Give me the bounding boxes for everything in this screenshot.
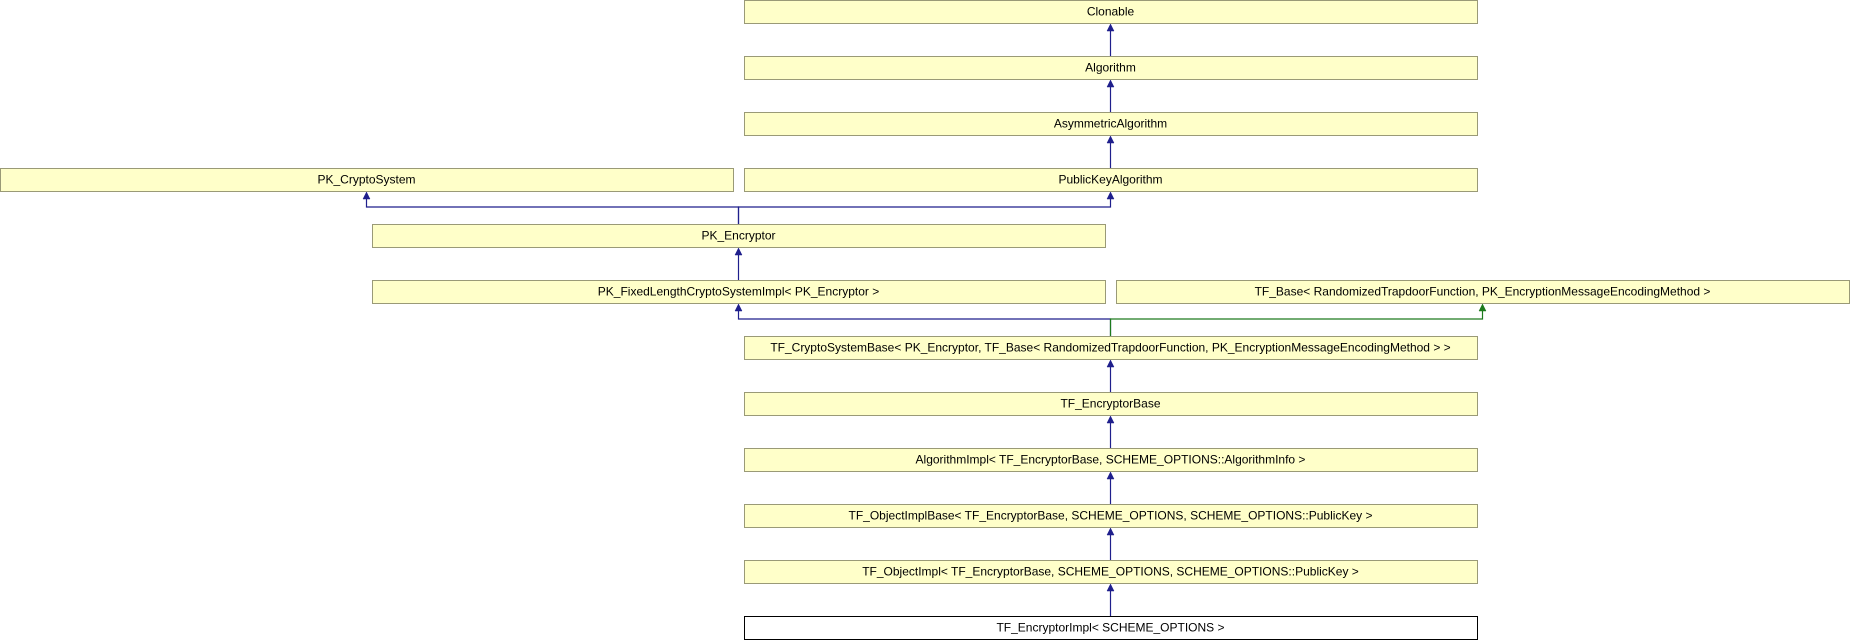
class-node-tf-encryptor-impl: TF_EncryptorImpl< SCHEME_OPTIONS > <box>744 616 1478 640</box>
class-node-pk-crypto-system[interactable]: PK_CryptoSystem <box>0 168 734 192</box>
arrowhead-asymmetric-algorithm <box>1106 135 1115 144</box>
class-box-pk-crypto-system <box>0 168 734 192</box>
class-box-pk-encryptor <box>372 224 1106 248</box>
class-box-tf-encryptor-base <box>744 392 1478 416</box>
class-box-algorithm <box>744 56 1478 80</box>
class-label-tf-crypto-system-base: TF_CryptoSystemBase< PK_Encryptor, TF_Ba… <box>770 341 1450 355</box>
class-label-algorithm-impl: AlgorithmImpl< TF_EncryptorBase, SCHEME_… <box>916 453 1306 467</box>
arrowhead-tf-base <box>1478 303 1487 312</box>
class-label-tf-encryptor-base: TF_EncryptorBase <box>1060 397 1160 411</box>
class-node-asymmetric-algorithm[interactable]: AsymmetricAlgorithm <box>744 112 1478 136</box>
arrowhead-public-key-algorithm <box>1106 191 1115 200</box>
class-label-pk-encryptor: PK_Encryptor <box>701 229 775 243</box>
class-label-pk-crypto-system: PK_CryptoSystem <box>317 173 415 187</box>
arrowhead-tf-object-impl <box>1106 583 1115 592</box>
class-label-algorithm: Algorithm <box>1085 61 1136 75</box>
class-node-algorithm-impl[interactable]: AlgorithmImpl< TF_EncryptorBase, SCHEME_… <box>744 448 1478 472</box>
class-node-tf-crypto-system-base[interactable]: TF_CryptoSystemBase< PK_Encryptor, TF_Ba… <box>744 336 1478 360</box>
class-box-public-key-algorithm <box>744 168 1478 192</box>
class-node-pk-fixed-length-crypto-system-impl[interactable]: PK_FixedLengthCryptoSystemImpl< PK_Encry… <box>372 280 1106 304</box>
class-box-asymmetric-algorithm <box>744 112 1478 136</box>
arrowhead-pk-fixed-length-crypto-system-impl <box>734 303 743 312</box>
inheritance-edge-pk-encryptor-to-pk-crypto-system <box>365 198 740 224</box>
arrowhead-pk-crypto-system <box>362 191 371 200</box>
class-box-pk-fixed-length-crypto-system-impl <box>372 280 1106 304</box>
arrowhead-pk-encryptor <box>734 247 743 256</box>
arrowhead-clonable <box>1106 23 1115 32</box>
class-box-algorithm-impl <box>744 448 1478 472</box>
inheritance-edge-tf-crypto-system-base-to-tf-base <box>1109 310 1484 336</box>
class-label-tf-base: TF_Base< RandomizedTrapdoorFunction, PK_… <box>1255 285 1711 299</box>
class-label-pk-fixed-length-crypto-system-impl: PK_FixedLengthCryptoSystemImpl< PK_Encry… <box>598 285 879 299</box>
inheritance-edge-pk-encryptor-to-public-key-algorithm <box>737 198 1112 224</box>
class-node-algorithm[interactable]: Algorithm <box>744 56 1478 80</box>
class-node-pk-encryptor[interactable]: PK_Encryptor <box>372 224 1106 248</box>
edges-layer <box>362 23 1487 616</box>
class-node-tf-object-impl-base[interactable]: TF_ObjectImplBase< TF_EncryptorBase, SCH… <box>744 504 1478 528</box>
class-label-tf-object-impl: TF_ObjectImpl< TF_EncryptorBase, SCHEME_… <box>862 565 1359 579</box>
class-label-clonable: Clonable <box>1087 5 1135 19</box>
class-label-public-key-algorithm: PublicKeyAlgorithm <box>1058 173 1162 187</box>
class-box-tf-crypto-system-base <box>744 336 1478 360</box>
arrowhead-algorithm-impl <box>1106 471 1115 480</box>
arrowhead-tf-encryptor-base <box>1106 415 1115 424</box>
class-box-clonable <box>744 0 1478 24</box>
class-label-tf-encryptor-impl: TF_EncryptorImpl< SCHEME_OPTIONS > <box>996 621 1224 635</box>
class-node-tf-object-impl[interactable]: TF_ObjectImpl< TF_EncryptorBase, SCHEME_… <box>744 560 1478 584</box>
class-node-clonable[interactable]: Clonable <box>744 0 1478 24</box>
inheritance-edge-tf-crypto-system-base-to-pk-fixed-length-crypto-system-impl <box>737 310 1112 336</box>
class-node-public-key-algorithm[interactable]: PublicKeyAlgorithm <box>744 168 1478 192</box>
arrowhead-algorithm <box>1106 79 1115 88</box>
class-box-tf-object-impl <box>744 560 1478 584</box>
class-node-tf-encryptor-base[interactable]: TF_EncryptorBase <box>744 392 1478 416</box>
class-box-tf-object-impl-base <box>744 504 1478 528</box>
arrowhead-tf-crypto-system-base <box>1106 359 1115 368</box>
class-node-tf-base[interactable]: TF_Base< RandomizedTrapdoorFunction, PK_… <box>1116 280 1850 304</box>
class-label-tf-object-impl-base: TF_ObjectImplBase< TF_EncryptorBase, SCH… <box>849 509 1373 523</box>
class-label-asymmetric-algorithm: AsymmetricAlgorithm <box>1054 117 1167 131</box>
arrowhead-tf-object-impl-base <box>1106 527 1115 536</box>
